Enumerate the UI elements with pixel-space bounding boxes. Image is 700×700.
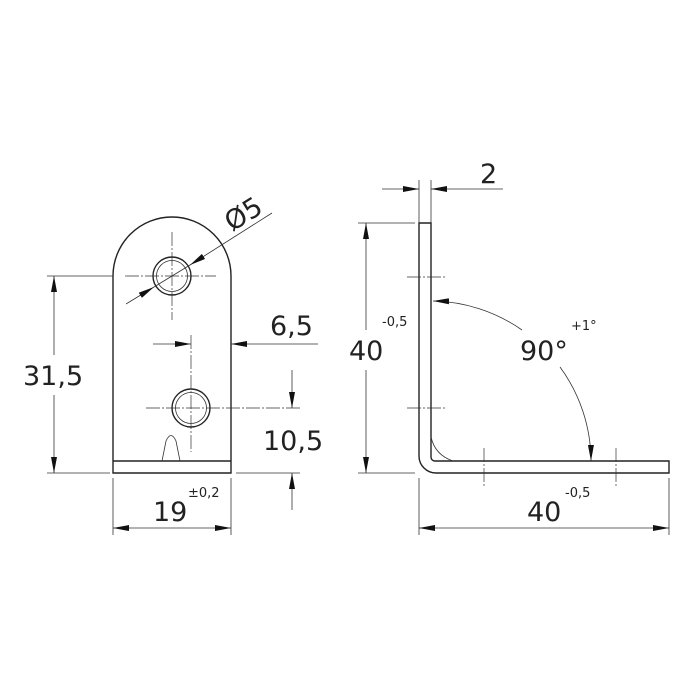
horizontal-leg-tolerance: -0,5 bbox=[565, 486, 590, 501]
dimension-hole-diameter: Ø5 bbox=[125, 191, 273, 305]
angle-label: 90° bbox=[520, 336, 568, 367]
horizontal-leg-label: 40 bbox=[527, 497, 561, 528]
stiffening-rib bbox=[161, 435, 181, 462]
bend-fillet bbox=[430, 436, 454, 462]
dimension-hole-height: 10,5 bbox=[236, 370, 323, 510]
plate-outline bbox=[112, 216, 232, 474]
angle-tolerance: +1° bbox=[571, 319, 597, 334]
thickness-label: 2 bbox=[480, 159, 497, 190]
dimension-angle: 90° +1° bbox=[432, 298, 597, 462]
dimension-vertical-leg: 40 -0,5 bbox=[349, 222, 415, 474]
hole-diameter-label: Ø5 bbox=[219, 191, 268, 238]
dimension-hole-offset: 6,5 bbox=[153, 311, 318, 347]
hole-upper bbox=[125, 232, 216, 320]
angle-profile bbox=[418, 222, 670, 474]
hole-height-label: 10,5 bbox=[263, 426, 323, 457]
hole-lower bbox=[146, 335, 300, 452]
dimension-thickness: 2 bbox=[382, 159, 503, 223]
front-view: 31,5 Ø5 6,5 10,5 19 ±0,2 bbox=[23, 191, 323, 535]
height-dim-label: 31,5 bbox=[23, 361, 83, 392]
width-label: 19 bbox=[153, 497, 187, 528]
vertical-leg-label: 40 bbox=[349, 336, 383, 367]
dimension-horizontal-leg: 40 -0,5 bbox=[418, 478, 670, 535]
side-view: 2 40 -0,5 90° +1° 40 -0,5 bbox=[349, 159, 670, 535]
hole-offset-label: 6,5 bbox=[270, 311, 313, 342]
dimension-height: 31,5 bbox=[23, 275, 113, 474]
dimension-width: 19 ±0,2 bbox=[112, 478, 232, 535]
width-tolerance: ±0,2 bbox=[188, 486, 220, 501]
vertical-leg-tolerance: -0,5 bbox=[382, 315, 407, 330]
